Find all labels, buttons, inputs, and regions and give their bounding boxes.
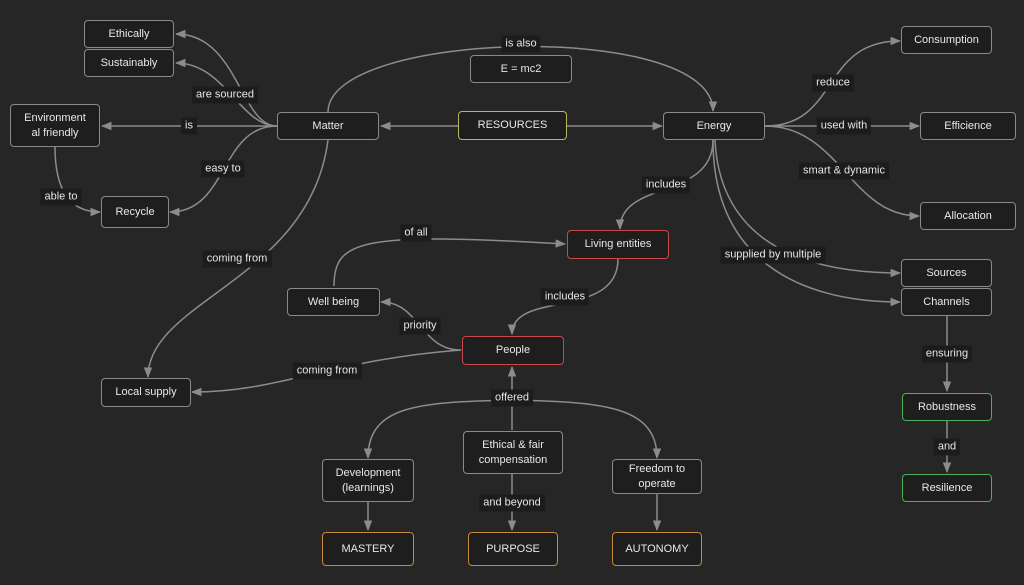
edge-matter-ethically bbox=[174, 29, 278, 127]
node-matter[interactable]: Matter bbox=[277, 112, 379, 140]
edge-label-are-sourced: are sourced bbox=[191, 86, 259, 104]
edge-label-ensuring: ensuring bbox=[921, 345, 973, 363]
node-emc2[interactable]: E = mc2 bbox=[470, 55, 572, 83]
edge-wellbeing-living bbox=[333, 238, 567, 287]
edge-energy-channels bbox=[712, 139, 902, 307]
node-local-supply[interactable]: Local supply bbox=[101, 378, 191, 407]
node-recycle[interactable]: Recycle bbox=[101, 196, 169, 228]
node-efficience[interactable]: Efficience bbox=[920, 112, 1016, 140]
node-development[interactable]: Development (learnings) bbox=[322, 459, 414, 502]
edge-label-coming-from-matter: coming from bbox=[202, 250, 272, 268]
edge-label-and: and bbox=[933, 438, 961, 456]
node-sustainably[interactable]: Sustainably bbox=[84, 49, 174, 77]
node-consumption[interactable]: Consumption bbox=[901, 26, 992, 54]
node-living-entities[interactable]: Living entities bbox=[567, 230, 669, 259]
edge-label-includes-energy: includes bbox=[641, 176, 691, 194]
edge-label-is: is bbox=[181, 117, 197, 135]
edge-matter-localsupply bbox=[143, 139, 329, 379]
node-robustness[interactable]: Robustness bbox=[902, 393, 992, 421]
node-purpose[interactable]: PURPOSE bbox=[468, 532, 558, 566]
edge-label-includes-living: includes bbox=[540, 288, 590, 306]
edge-label-coming-from-people: coming from bbox=[292, 362, 362, 380]
edge-label-of-all: of all bbox=[400, 224, 432, 242]
node-resilience[interactable]: Resilience bbox=[902, 474, 992, 502]
node-environment[interactable]: Environment al friendly bbox=[10, 104, 100, 147]
edge-label-offered: offered bbox=[490, 389, 534, 407]
node-freedom[interactable]: Freedom to operate bbox=[612, 459, 702, 494]
edge-label-able-to: able to bbox=[40, 188, 82, 206]
node-allocation[interactable]: Allocation bbox=[920, 202, 1016, 230]
edge-label-easy-to: easy to bbox=[201, 160, 245, 178]
node-sources[interactable]: Sources bbox=[901, 259, 992, 287]
node-well-being[interactable]: Well being bbox=[287, 288, 380, 316]
node-ethically[interactable]: Ethically bbox=[84, 20, 174, 48]
node-mastery[interactable]: MASTERY bbox=[322, 532, 414, 566]
node-ethical-fair[interactable]: Ethical & fair compensation bbox=[463, 431, 563, 474]
node-people[interactable]: People bbox=[462, 336, 564, 365]
node-resources[interactable]: RESOURCES bbox=[458, 111, 567, 140]
edge-label-smart-dynamic: smart & dynamic bbox=[799, 162, 889, 180]
node-autonomy[interactable]: AUTONOMY bbox=[612, 532, 702, 566]
node-energy[interactable]: Energy bbox=[663, 112, 765, 140]
edge-label-supplied-by: supplied by multiple bbox=[720, 246, 826, 264]
edge-label-reduce: reduce bbox=[812, 74, 854, 92]
node-channels[interactable]: Channels bbox=[901, 288, 992, 316]
edge-offered-freedom bbox=[511, 399, 662, 460]
edge-label-is-also: is also bbox=[501, 35, 541, 53]
edge-offered-development bbox=[363, 399, 513, 460]
edge-label-and-beyond: and beyond bbox=[479, 494, 545, 512]
edge-energy-sources bbox=[714, 139, 902, 278]
edge-label-used-with: used with bbox=[816, 117, 872, 135]
edge-label-priority: priority bbox=[399, 317, 441, 335]
